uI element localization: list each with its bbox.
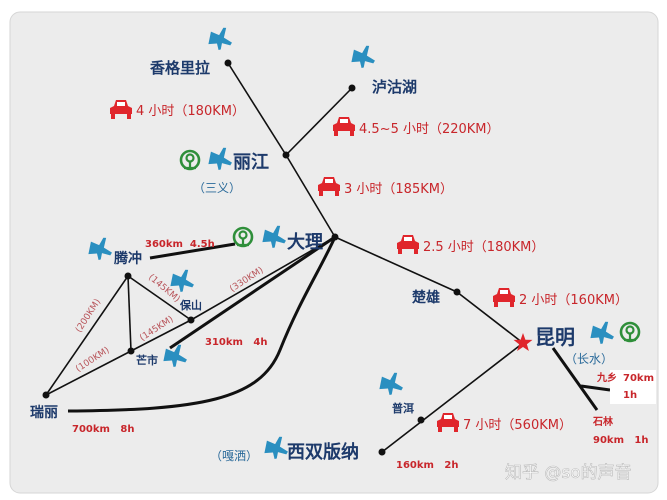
city-xishuangbanna: 西双版纳 — [287, 441, 359, 463]
label-banna-puer: 160km 2h — [396, 460, 458, 471]
city-lugu-lake: 泸沽湖 — [372, 78, 417, 96]
route-lugu-lijiang — [285, 87, 353, 156]
route-tengchong-dali — [149, 242, 236, 260]
drive-label: 3 小时（185KM） — [344, 182, 453, 197]
city-kunming: 昆明 — [535, 325, 575, 349]
city-tengchong: 腾冲 — [114, 250, 142, 267]
label-tengchong-dali: 360km 4.5h — [145, 239, 215, 250]
capital-star-icon — [513, 333, 533, 351]
city-puer: 普洱 — [392, 401, 414, 415]
jiuxiang-label-bg — [610, 370, 656, 404]
drive-label: 2.5 小时（180KM） — [423, 240, 544, 255]
label-jiuxiang-time: 1h — [623, 390, 637, 401]
label-dali-mangshi: 310km 4h — [205, 337, 267, 348]
drive-label: 4 小时（180KM） — [136, 104, 245, 119]
city-baoshan: 保山 — [179, 298, 202, 312]
watermark: 知乎 @so的声音 — [505, 463, 632, 483]
route-chuxiong-kunming — [456, 291, 524, 344]
route-kunming-banna — [381, 342, 524, 453]
city-shangrila: 香格里拉 — [150, 59, 210, 77]
city-mangshi: 芒市 — [136, 353, 158, 367]
route-shangrila-lijiang — [227, 62, 287, 156]
city-lijiang: 丽江 — [233, 152, 269, 173]
map-background — [9, 11, 659, 494]
drive-label: 7 小时（560KM） — [463, 418, 572, 433]
xishuangbanna-airport: （嘎洒） — [210, 449, 258, 463]
city-jiuxiang: 九乡 — [596, 371, 617, 384]
route-kunming-shilin — [551, 347, 599, 411]
city-dali: 大理 — [287, 231, 323, 253]
kunming-airport: （长水） — [565, 352, 613, 366]
route-jiuxiang-branch — [580, 384, 611, 392]
city-shilin: 石林 — [592, 415, 614, 428]
city-ruili: 瑞丽 — [30, 404, 58, 421]
route-ruili-dali — [67, 236, 337, 413]
label-jiuxiang: 70km — [623, 373, 654, 384]
label-ruili-dali: 700km 8h — [72, 424, 134, 435]
drive-label: 4.5~5 小时（220KM） — [359, 122, 500, 137]
route-lijiang-dali — [285, 154, 336, 238]
city-dots — [42, 59, 461, 456]
route-lines — [45, 62, 611, 453]
route-dali-mangshi — [169, 235, 336, 350]
lijiang-airport: （三义） — [193, 181, 241, 195]
route-dali-chuxiong — [334, 236, 458, 293]
route-baoshan-dali — [190, 236, 336, 321]
city-chuxiong: 楚雄 — [411, 289, 440, 306]
drive-label: 2 小时（160KM） — [519, 293, 628, 308]
label-shilin: 90km 1h — [593, 435, 649, 446]
